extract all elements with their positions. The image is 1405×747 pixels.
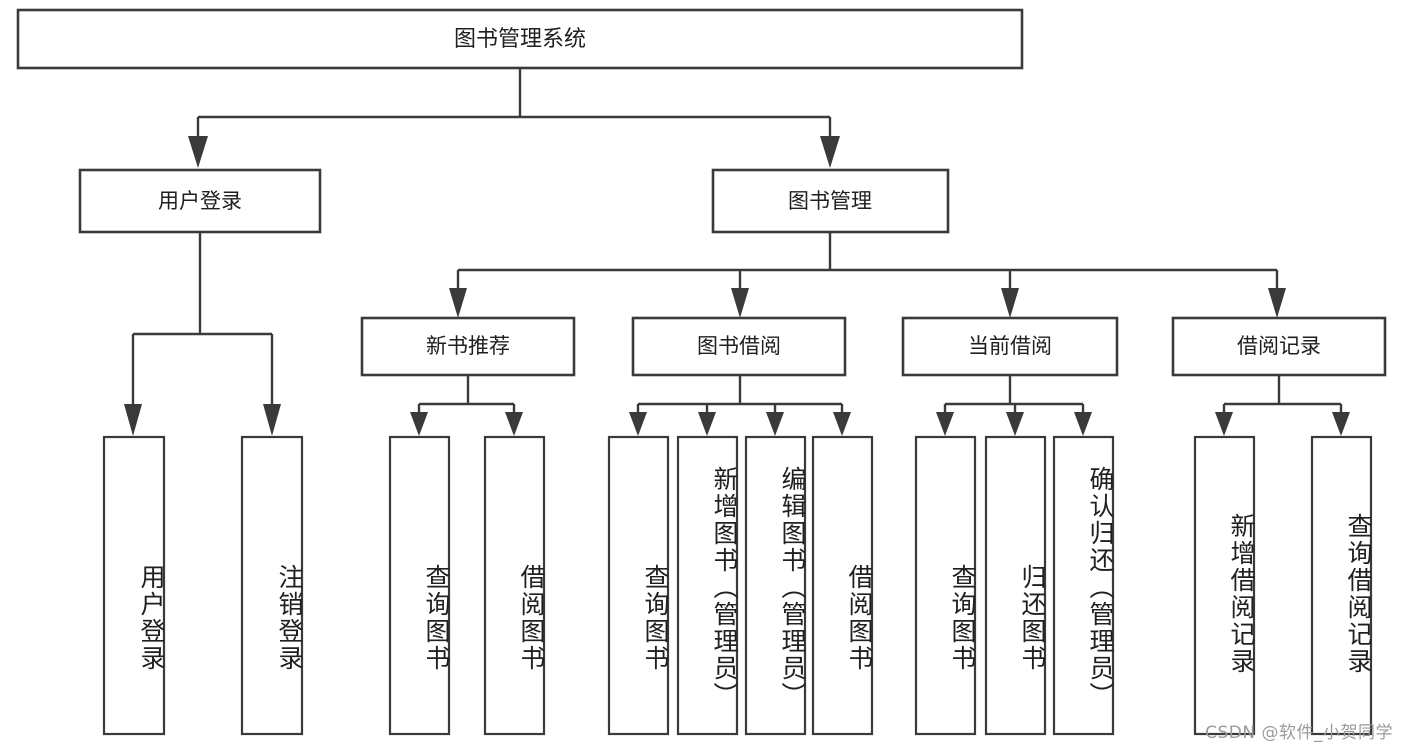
arrow-to-leaf-add-book — [698, 412, 716, 436]
arrow-to-leaf-borrow-book-1 — [505, 412, 523, 436]
arrow-to-leaf-confirm-return — [1074, 412, 1092, 436]
borrow-record-label: 借阅记录 — [1237, 334, 1321, 358]
arrow-to-leaf-logout — [263, 404, 281, 436]
arrow-to-leaf-query-book-3 — [936, 412, 954, 436]
arrow-to-leaf-query-book-1 — [410, 412, 428, 436]
leaf-borrow-book-2-box[interactable] — [811, 435, 874, 736]
borrow-record-box[interactable] — [1171, 316, 1387, 377]
user-login-label: 用户登录 — [158, 189, 242, 213]
user-login-box[interactable] — [78, 168, 322, 234]
book-borrow-label: 图书借阅 — [697, 334, 781, 358]
arrow-to-leaf-return-book — [1006, 412, 1024, 436]
leaf-query-book-1-box[interactable] — [388, 435, 451, 736]
leaf-edit-book-box[interactable] — [744, 435, 807, 736]
node-borrow-record[interactable]: 借阅记录 — [1171, 316, 1387, 377]
leaf-add-book-box[interactable] — [676, 435, 739, 736]
arrow-root-to-user-login — [188, 136, 208, 168]
arrow-to-current-borrow — [1001, 288, 1019, 318]
book-borrow-box[interactable] — [631, 316, 847, 377]
leaf-user-login-box[interactable] — [102, 435, 166, 736]
leaf-query-record-box[interactable] — [1310, 435, 1373, 736]
leaf-query-book-2-box[interactable] — [607, 435, 670, 736]
node-user-login[interactable]: 用户登录 — [78, 168, 322, 234]
root-label: 图书管理系统 — [454, 27, 586, 52]
node-book-borrow[interactable]: 图书借阅 — [631, 316, 847, 377]
leaf-borrow-book-1-box[interactable] — [483, 435, 546, 736]
arrow-to-book-borrow — [731, 288, 749, 318]
node-root[interactable]: 图书管理系统 — [16, 8, 1024, 70]
current-borrow-box[interactable] — [901, 316, 1119, 377]
leaf-confirm-return-box[interactable] — [1052, 435, 1115, 736]
node-current-borrow[interactable]: 当前借阅 — [901, 316, 1119, 377]
node-new-book-recommend[interactable]: 新书推荐 — [360, 316, 576, 377]
new-book-recommend-box[interactable] — [360, 316, 576, 377]
arrow-to-leaf-query-record — [1332, 412, 1350, 436]
root-box[interactable] — [16, 8, 1024, 70]
leaf-logout-box[interactable] — [240, 435, 304, 736]
arrow-to-leaf-edit-book — [766, 412, 784, 436]
arrow-to-leaf-user-login — [124, 404, 142, 436]
arrow-to-leaf-borrow-book-2 — [833, 412, 851, 436]
arrow-to-leaf-add-record — [1215, 412, 1233, 436]
book-management-label: 图书管理 — [788, 189, 872, 213]
new-book-recommend-label: 新书推荐 — [426, 334, 510, 358]
node-book-management[interactable]: 图书管理 — [711, 168, 950, 234]
arrow-to-leaf-query-book-2 — [629, 412, 647, 436]
book-management-box[interactable] — [711, 168, 950, 234]
arrow-to-borrow-record — [1268, 288, 1286, 318]
leaf-return-book-box[interactable] — [984, 435, 1047, 736]
connector-layer — [124, 68, 1350, 436]
arrow-root-to-book-management — [820, 136, 840, 168]
arrow-to-new-book-recommend — [449, 288, 467, 318]
leaf-query-book-3-box[interactable] — [914, 435, 977, 736]
csdn-watermark: CSDN @软件_小贺同学 — [1205, 723, 1393, 743]
leaf-add-record-box[interactable] — [1193, 435, 1256, 736]
current-borrow-label: 当前借阅 — [968, 334, 1052, 358]
